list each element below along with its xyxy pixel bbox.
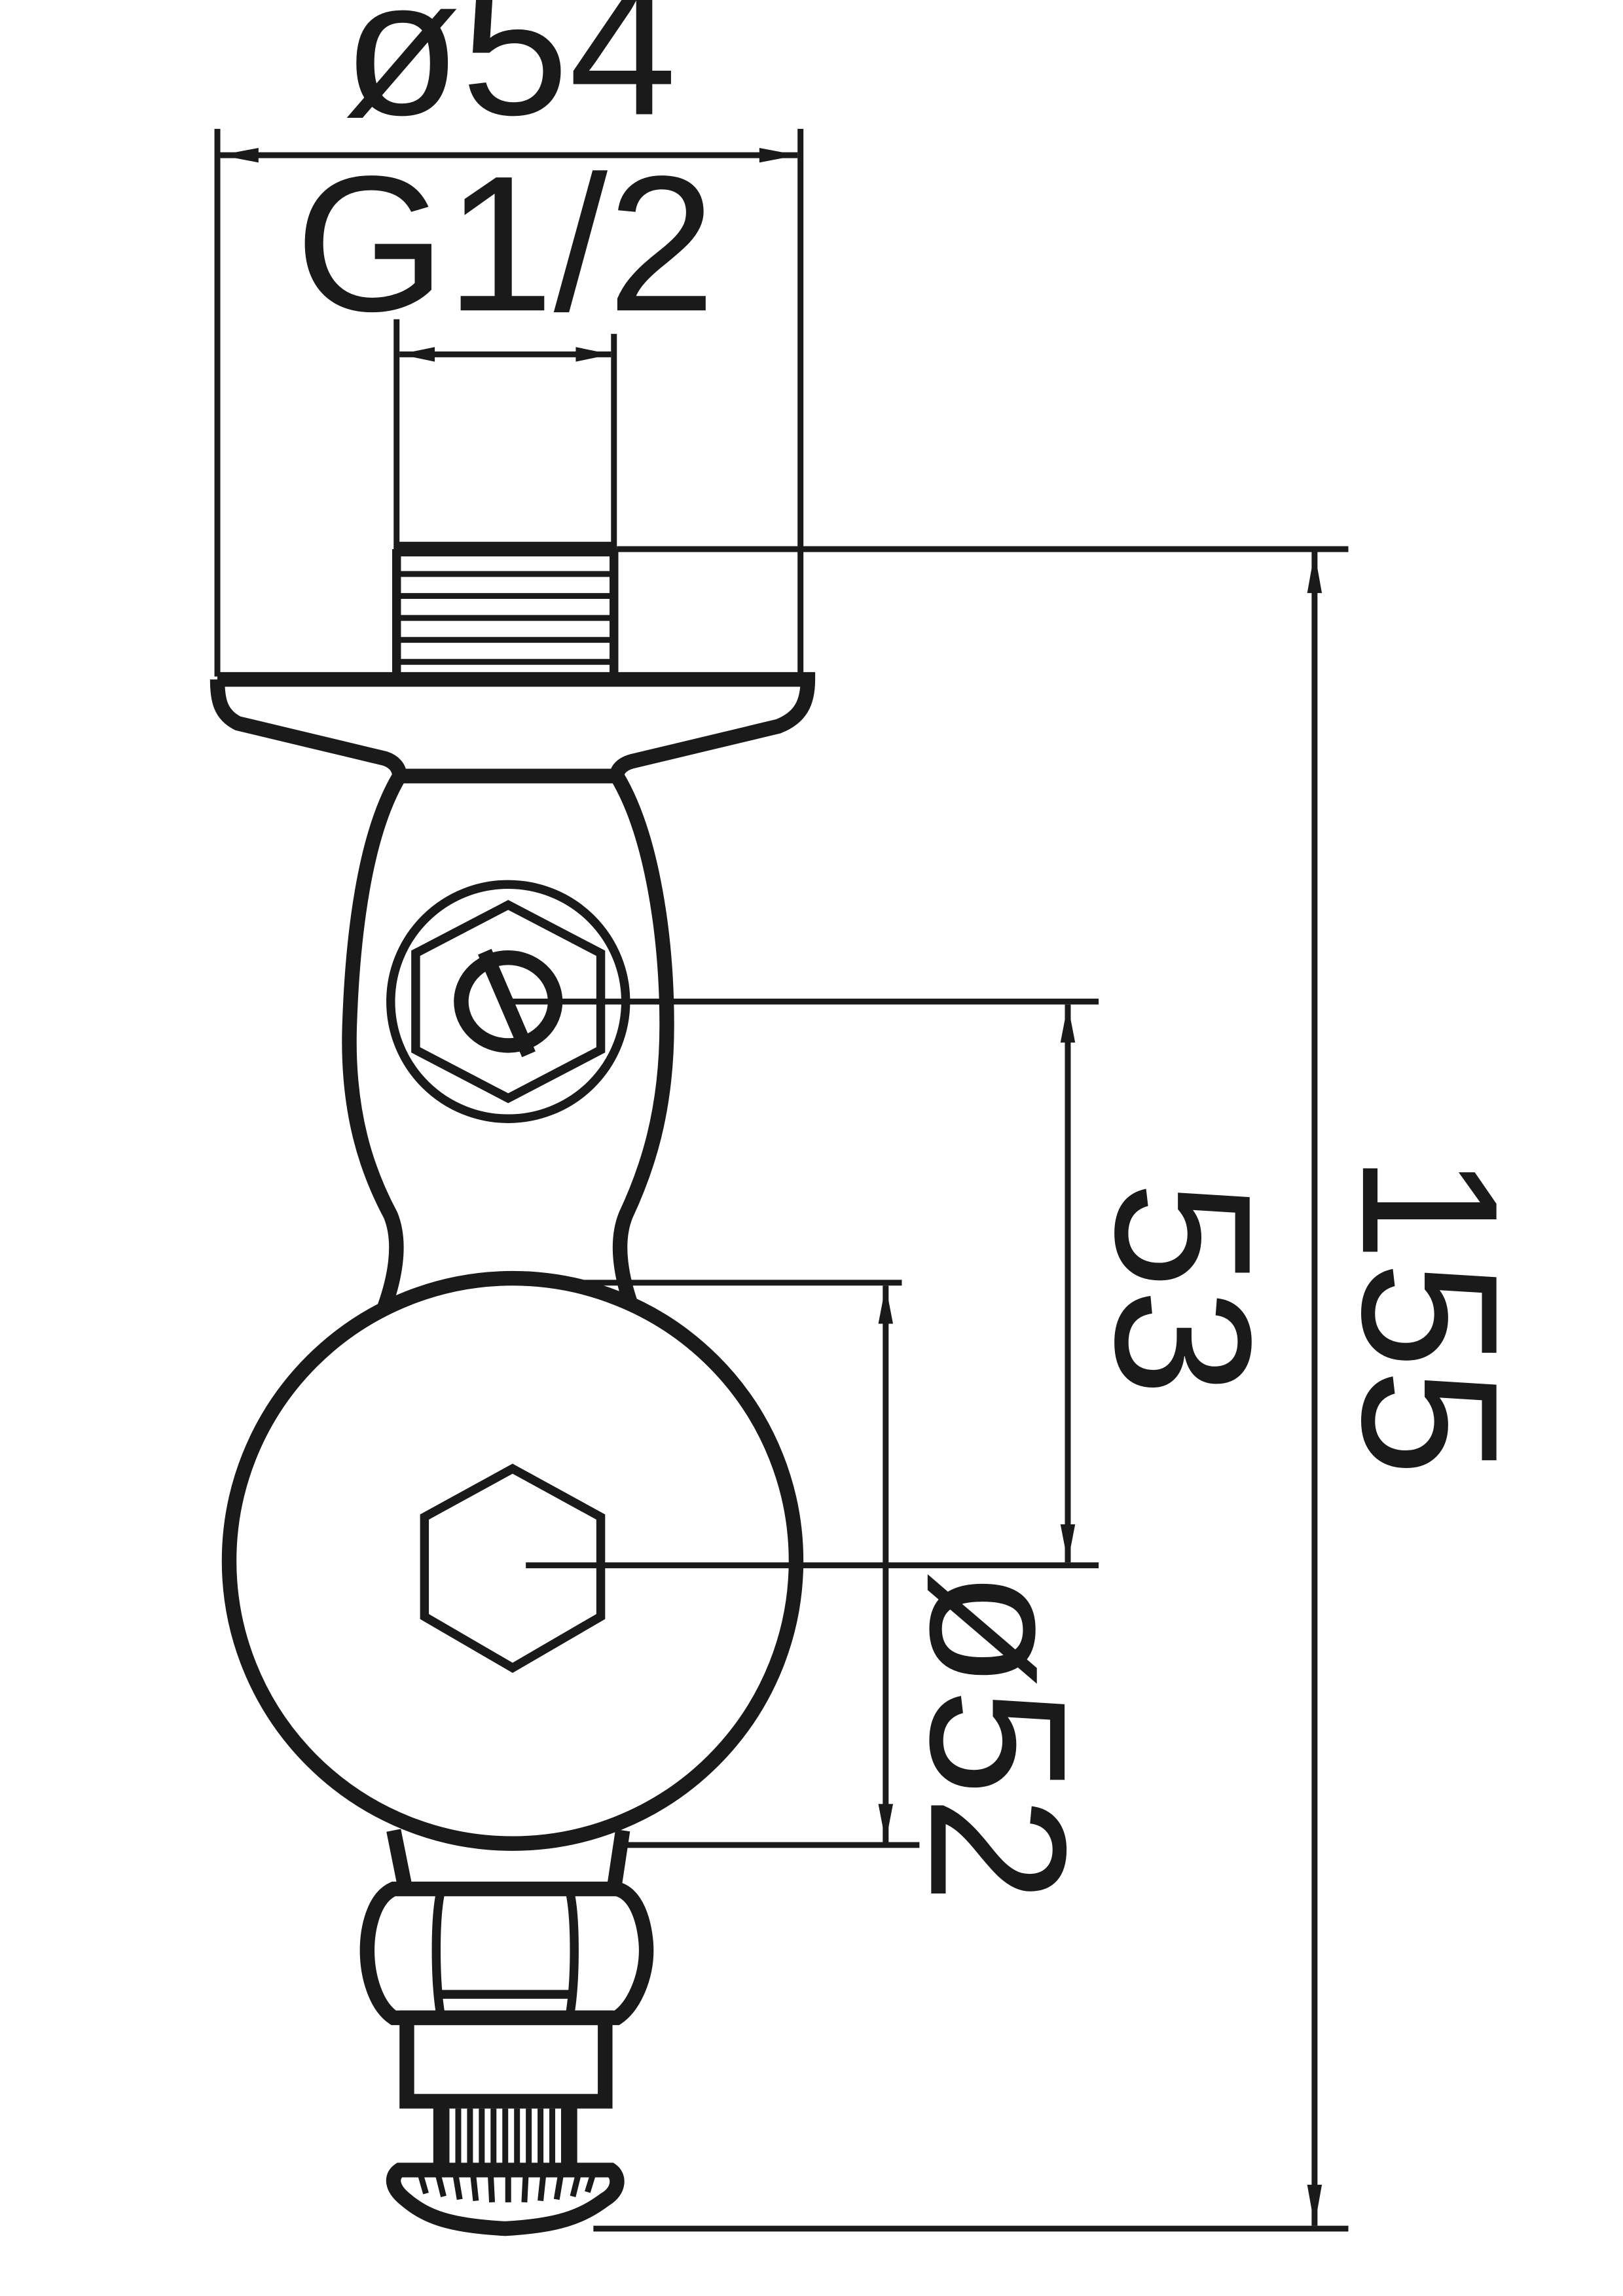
arrow-head-bottom (1307, 2184, 1322, 2226)
ball-diameter-label: ø52 (890, 1570, 1106, 1903)
dimension-overall-height: 155 (593, 546, 1539, 2232)
overall-height-label: 155 (1322, 1154, 1539, 1477)
outlet-assembly (359, 1829, 654, 2236)
arrow-head-top (1307, 552, 1322, 594)
lower-hex-socket (420, 1463, 606, 1673)
arrow-head-right (759, 147, 798, 163)
hex-socket-icon (420, 1463, 606, 1673)
joint-body (221, 772, 804, 1851)
arrow-head-top (1060, 1004, 1076, 1043)
ball-joint (221, 1270, 804, 1851)
dimension-ball-diameter: ø52 (540, 1280, 1107, 1903)
arrow-head-top (878, 1285, 894, 1324)
arrow-head-bottom (878, 1804, 894, 1842)
thread-label: G1/2 (295, 135, 716, 352)
dimension-outer-diameter: ø54 (214, 0, 804, 677)
hex-nut-icon (411, 900, 606, 1103)
arrow-head-left (220, 147, 259, 163)
arrow-head-right (575, 347, 611, 362)
dimension-thread: G1/2 (295, 135, 716, 549)
threaded-inlet (392, 541, 619, 674)
center-distance-label: 53 (1075, 1181, 1292, 1396)
knurled-knob (386, 2162, 625, 2236)
union-nut (359, 1881, 654, 2026)
screw-slot (478, 948, 536, 1058)
arrow-head-left (399, 347, 435, 362)
wall-flange (210, 672, 816, 783)
outer-diameter-label: ø54 (342, 0, 676, 155)
arrow-head-bottom (1060, 1524, 1076, 1563)
dimension-center-distance: 53 (511, 998, 1292, 1569)
collar (399, 2010, 613, 2109)
